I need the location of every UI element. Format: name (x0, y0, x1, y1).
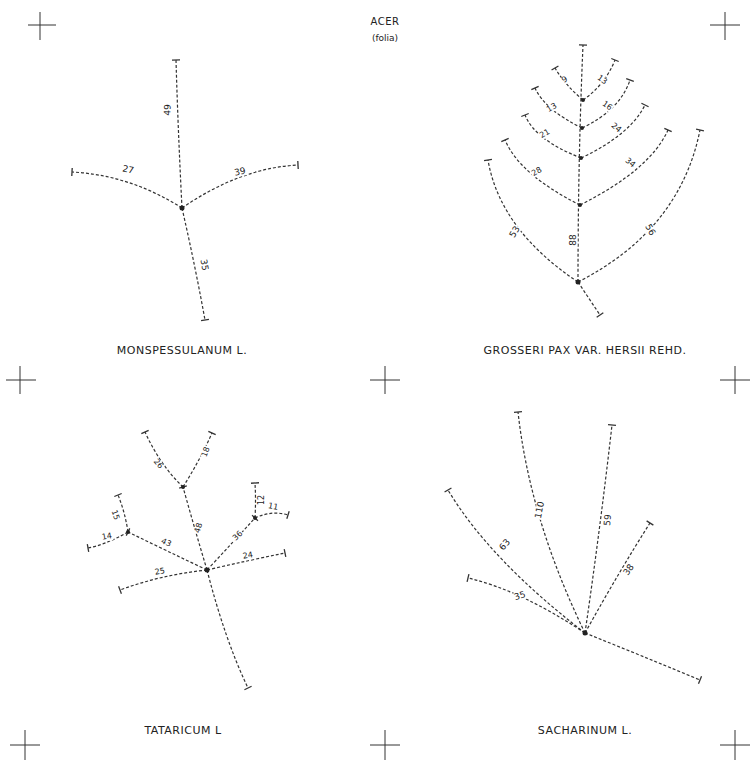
vein-length: 9 (560, 75, 570, 86)
vein-lines (72, 45, 700, 688)
species-name: TATARICUM L (143, 725, 222, 736)
vein-length: 49 (163, 103, 172, 117)
vein-length: 25 (153, 567, 166, 577)
vein-length: 11 (266, 502, 279, 512)
vein-length: 35 (198, 258, 209, 273)
vein-length: 15 (109, 508, 121, 522)
vein-length: 12 (258, 494, 266, 506)
vein-length: 38 (621, 562, 636, 578)
species-name: MONSPESSULANUM L. (116, 345, 248, 356)
vein-length: 34 (623, 156, 637, 170)
species-name: GROSSERI PAX VAR. HERSII REHD. (483, 345, 688, 356)
vein-length: 63 (497, 537, 513, 553)
vein-length: 27 (120, 164, 135, 176)
vein-length: 53 (508, 224, 523, 240)
vein-length: 14 (100, 532, 113, 542)
vein-length: 26 (151, 457, 165, 471)
vein-length: 56 (643, 222, 658, 238)
vein-length: 110 (534, 500, 547, 521)
species-name: SACHARINUM L. (537, 725, 633, 736)
vein-length: 48 (194, 521, 205, 535)
vein-length: 18 (200, 445, 212, 459)
vein-length: 35 (512, 590, 528, 603)
vein-length: 28 (530, 165, 545, 178)
crop-marks (6, 12, 750, 760)
vein-length: 39 (232, 166, 247, 178)
vein-length: 13 (595, 73, 610, 87)
diagram-title: ACER (370, 17, 401, 27)
vein-length: 21 (538, 127, 553, 140)
vein-length: 16 (600, 99, 615, 113)
vein-length: 13 (545, 101, 560, 114)
vein-length: 88 (569, 233, 578, 246)
subtitle: (folia) (371, 34, 399, 43)
vein-length: 59 (603, 513, 613, 527)
vein-nodes (126, 98, 588, 636)
